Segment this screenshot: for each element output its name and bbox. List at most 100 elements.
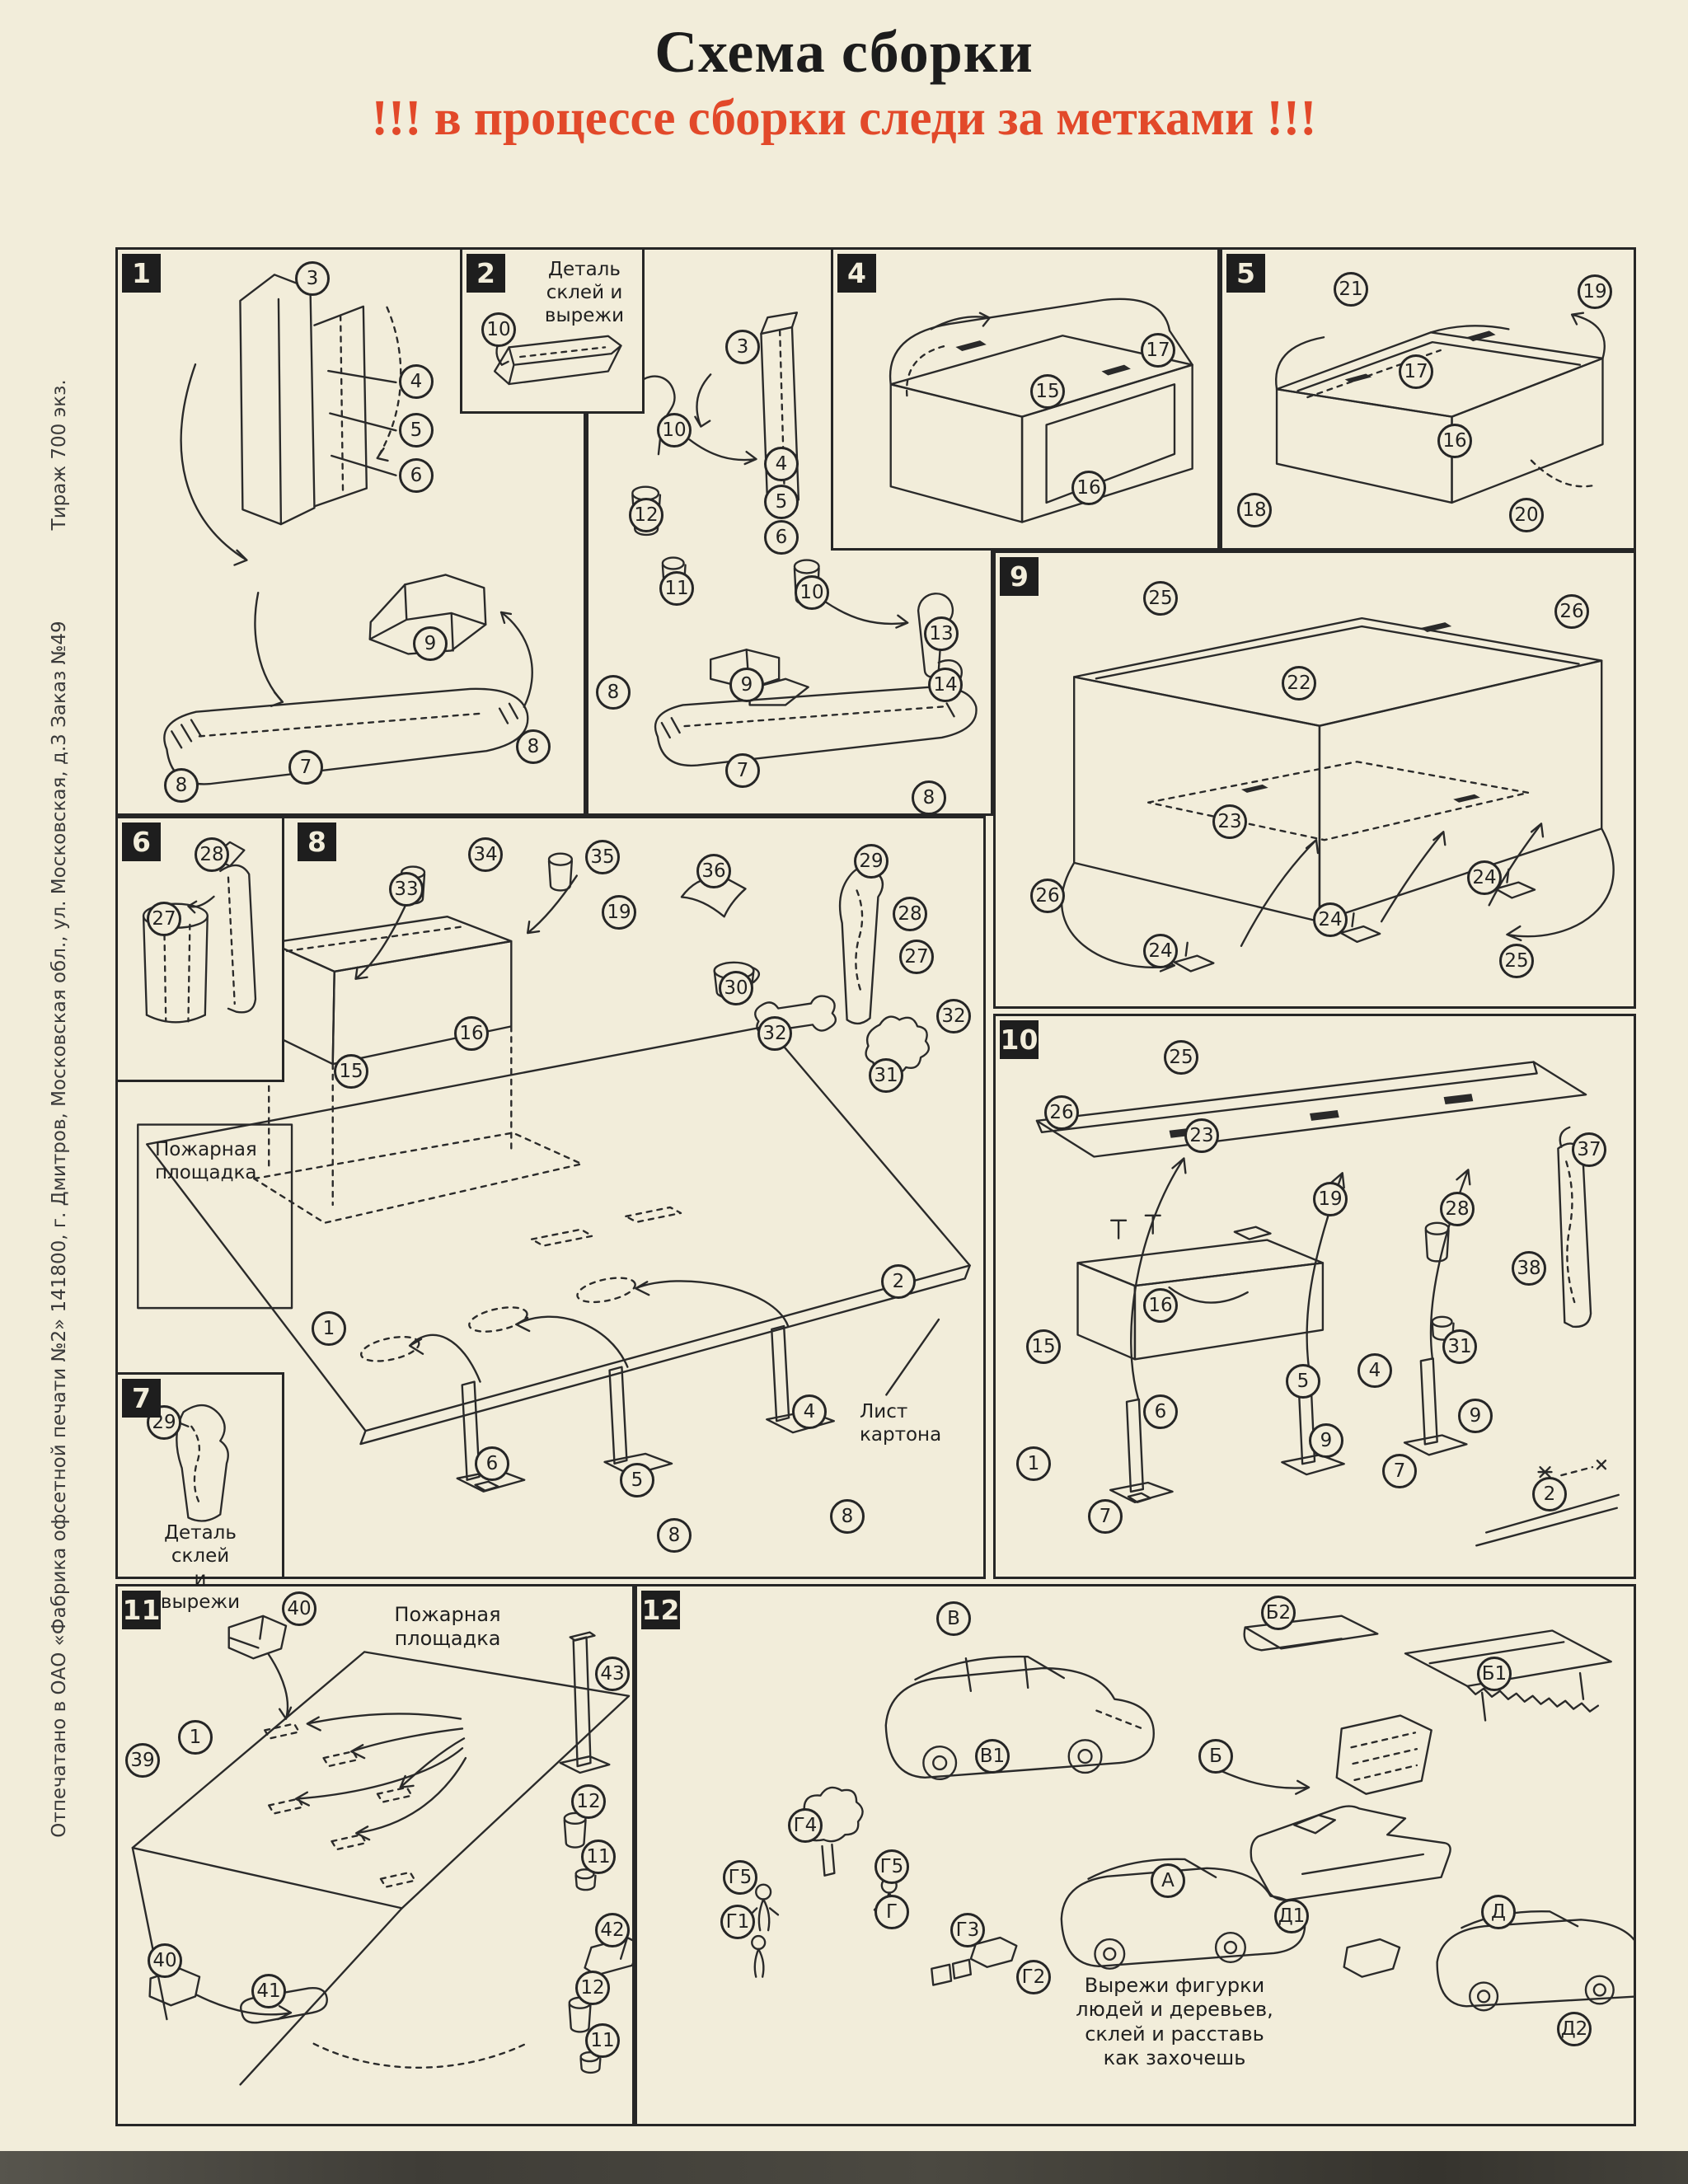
part-callout-Г5: Г5	[723, 1860, 757, 1895]
part-callout-8: 8	[830, 1499, 865, 1534]
part-callout-24: 24	[1313, 902, 1348, 937]
part-callout-6: 6	[475, 1446, 509, 1481]
part-callout-28: 28	[1440, 1192, 1475, 1226]
part-callout-41: 41	[251, 1974, 286, 2008]
part-callout-15: 15	[334, 1054, 368, 1089]
part-callout-10: 10	[795, 575, 829, 610]
part-callout-15: 15	[1030, 374, 1065, 409]
part-callout-25: 25	[1143, 581, 1178, 616]
imprint-text: Отпечатано в ОАО «Фабрика офсетной печат…	[49, 621, 70, 1838]
part-callout-27: 27	[147, 902, 181, 936]
part-callout-21: 21	[1334, 272, 1368, 307]
part-callout-32: 32	[757, 1016, 792, 1051]
part-callout-28: 28	[893, 897, 927, 931]
part-callout-12: 12	[575, 1971, 610, 2005]
part-callout-32: 32	[936, 999, 971, 1033]
part-callout-7: 7	[725, 753, 760, 788]
sketch-step-5	[1275, 312, 1606, 504]
part-callout-40: 40	[282, 1591, 316, 1626]
part-callout-26: 26	[1030, 879, 1065, 913]
step-badge-8: 8	[298, 823, 336, 861]
part-callout-29: 29	[854, 844, 889, 879]
imprint-side-text: Отпечатано в ОАО «Фабрика офсетной печат…	[45, 367, 73, 1850]
part-callout-6: 6	[1143, 1394, 1178, 1429]
part-callout-23: 23	[1212, 804, 1247, 839]
part-callout-6: 6	[764, 520, 799, 555]
page-warning: !!! в процессе сборки следи за метками !…	[371, 91, 1317, 146]
page-title: Схема сборки	[654, 19, 1034, 85]
step-badge-11: 11	[122, 1591, 161, 1629]
part-callout-10: 10	[657, 413, 692, 448]
part-callout-11: 11	[581, 1840, 616, 1874]
part-callout-11: 11	[585, 2023, 620, 2058]
part-callout-40: 40	[148, 1943, 182, 1978]
sketch-step-4	[889, 298, 1193, 523]
part-callout-37: 37	[1572, 1132, 1606, 1167]
part-callout-Б1: Б1	[1477, 1657, 1512, 1691]
sketch-step-10	[1035, 1061, 1620, 1547]
part-callout-19: 19	[602, 895, 636, 930]
part-callout-16: 16	[1143, 1288, 1178, 1323]
part-callout-Б: Б	[1198, 1739, 1233, 1774]
part-callout-39: 39	[125, 1743, 160, 1778]
part-callout-А: А	[1151, 1863, 1185, 1898]
part-callout-Б2: Б2	[1261, 1596, 1296, 1630]
part-callout-5: 5	[764, 485, 799, 519]
sketch-step-1	[163, 274, 533, 785]
part-callout-16: 16	[454, 1016, 489, 1051]
part-callout-6: 6	[399, 458, 434, 493]
sketch-step-7	[176, 1404, 229, 1522]
part-callout-Г4: Г4	[788, 1808, 823, 1843]
part-callout-9: 9	[729, 668, 764, 702]
part-callout-В1: В1	[975, 1739, 1010, 1774]
part-callout-9: 9	[413, 626, 448, 661]
part-callout-31: 31	[1442, 1329, 1477, 1364]
part-callout-10: 10	[481, 312, 516, 347]
step-badge-10: 10	[1000, 1020, 1039, 1059]
part-callout-15: 15	[1026, 1329, 1061, 1364]
part-callout-5: 5	[620, 1463, 654, 1497]
part-callout-4: 4	[399, 364, 434, 399]
part-callout-16: 16	[1437, 424, 1472, 458]
part-callout-Д1: Д1	[1274, 1899, 1309, 1933]
part-callout-13: 13	[924, 616, 959, 651]
part-callout-В: В	[936, 1601, 971, 1636]
part-callout-1: 1	[312, 1311, 346, 1346]
label-fire-platform: Пожарная площадка	[394, 1603, 501, 1651]
part-callout-11: 11	[659, 571, 694, 606]
part-callout-Г2: Г2	[1016, 1960, 1051, 1994]
part-callout-4: 4	[792, 1394, 827, 1429]
part-callout-25: 25	[1499, 944, 1534, 978]
part-callout-8: 8	[657, 1518, 692, 1553]
part-callout-8: 8	[164, 768, 199, 803]
part-callout-12: 12	[629, 498, 663, 532]
part-callout-38: 38	[1512, 1251, 1546, 1286]
part-callout-31: 31	[869, 1058, 903, 1093]
part-callout-26: 26	[1554, 594, 1589, 629]
step-badge-9: 9	[1000, 557, 1039, 596]
part-callout-Д: Д	[1481, 1895, 1516, 1929]
part-callout-34: 34	[468, 837, 503, 872]
part-callout-43: 43	[595, 1657, 630, 1691]
part-callout-26: 26	[1044, 1095, 1079, 1130]
part-callout-4: 4	[764, 447, 799, 481]
part-callout-36: 36	[696, 854, 731, 888]
part-callout-18: 18	[1237, 493, 1272, 527]
label-cardboard-sheet: Лист картона	[860, 1401, 942, 1446]
part-callout-20: 20	[1509, 498, 1544, 532]
step-badge-4: 4	[837, 254, 876, 293]
part-callout-5: 5	[1286, 1364, 1320, 1399]
part-callout-7: 7	[1382, 1454, 1417, 1488]
part-callout-12: 12	[571, 1784, 606, 1819]
sketch-step-11	[131, 1615, 632, 2086]
part-callout-17: 17	[1141, 333, 1175, 368]
